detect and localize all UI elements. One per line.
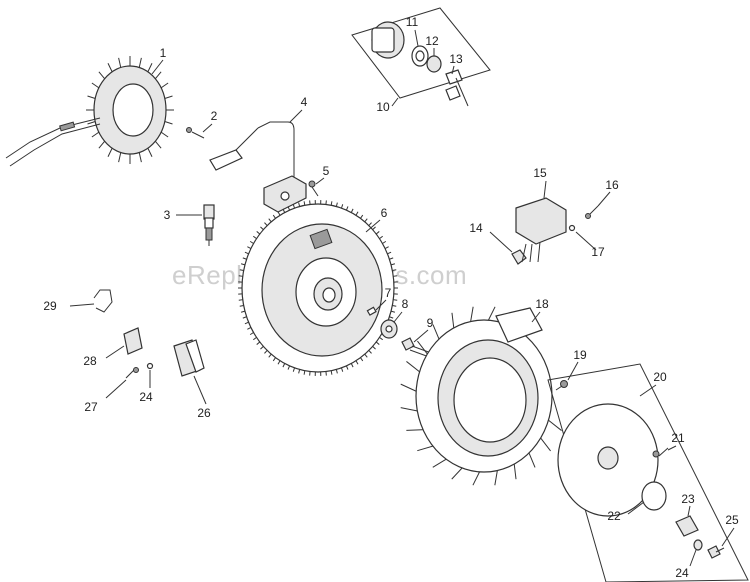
callout-leader (105, 345, 125, 359)
callout-label[interactable]: 20 (653, 370, 667, 384)
spacer-part[interactable] (675, 515, 699, 537)
callout-label[interactable]: 7 (385, 286, 392, 300)
callout-label[interactable]: 8 (402, 297, 409, 311)
callout-label[interactable]: 26 (197, 406, 211, 420)
callout-leader (391, 97, 399, 107)
callout-leader (721, 527, 735, 547)
screw-part[interactable] (308, 180, 319, 197)
callout-leader (393, 311, 403, 323)
washer-part[interactable] (380, 319, 398, 339)
screw-part[interactable] (125, 367, 139, 379)
callout-leader (151, 59, 164, 75)
bracket-part[interactable] (123, 327, 143, 355)
callout-leader (489, 231, 513, 253)
callout-label[interactable]: 10 (376, 100, 390, 114)
callout-label[interactable]: 25 (725, 513, 739, 527)
blower-housing-part[interactable] (400, 306, 562, 486)
callout-layer: 1234567891011121314151617181920212223242… (43, 15, 739, 580)
callout-label[interactable]: 15 (533, 166, 547, 180)
callout-leader (289, 109, 303, 123)
callout-label[interactable]: 16 (605, 178, 619, 192)
callout-leader (567, 361, 579, 381)
callout-label[interactable]: 11 (406, 15, 419, 29)
callout-leader (451, 65, 455, 75)
callout-leader (639, 384, 657, 397)
callout-leader (413, 329, 429, 343)
callout-leader (627, 501, 645, 515)
callout-label[interactable]: 17 (591, 245, 605, 259)
callout-label[interactable]: 28 (83, 354, 97, 368)
callout-label[interactable]: 18 (535, 297, 549, 311)
callout-leader (543, 180, 547, 199)
callout-leader (69, 303, 95, 307)
callout-leader (689, 549, 697, 567)
callout-label[interactable]: 23 (681, 492, 695, 506)
callout-label[interactable]: 27 (84, 400, 98, 414)
rectifier-part[interactable] (173, 339, 205, 377)
screw-part[interactable] (652, 447, 669, 458)
callout-leader (365, 219, 381, 233)
callout-leader (531, 311, 541, 323)
callout-label[interactable]: 6 (381, 206, 388, 220)
callout-leader (105, 379, 127, 399)
callout-label[interactable]: 13 (449, 52, 463, 66)
callout-label[interactable]: 3 (164, 208, 171, 222)
callout-label[interactable]: 5 (323, 164, 330, 178)
callout-leader (193, 375, 207, 405)
callout-leader (575, 231, 597, 251)
callout-label[interactable]: 9 (427, 316, 434, 330)
key-switch-group[interactable] (351, 7, 491, 107)
ignition-module-part[interactable] (209, 121, 307, 213)
callout-label[interactable]: 14 (469, 221, 483, 235)
callout-label[interactable]: 2 (211, 109, 218, 123)
callout-leader (375, 299, 387, 311)
callout-label[interactable]: 4 (301, 95, 308, 109)
callout-label[interactable]: 22 (607, 509, 621, 523)
callout-leader (667, 445, 677, 451)
washer-part[interactable] (693, 539, 703, 551)
callout-label[interactable]: 1 (160, 46, 167, 60)
callout-label[interactable]: 12 (425, 34, 439, 48)
screw-part[interactable] (555, 380, 568, 391)
callout-leader (687, 505, 691, 517)
screw-part[interactable] (585, 205, 599, 219)
callout-label[interactable]: 29 (43, 299, 57, 313)
spark-plug-part[interactable] (203, 204, 215, 246)
callout-label[interactable]: 24 (675, 566, 689, 580)
stator-part[interactable] (5, 56, 174, 167)
callout-leader (202, 123, 213, 133)
flywheel-part[interactable] (238, 200, 398, 376)
callout-label[interactable]: 19 (573, 348, 587, 362)
grille-group[interactable] (547, 363, 749, 582)
callout-leader (414, 29, 419, 47)
callout-label[interactable]: 21 (671, 431, 685, 445)
screw-part[interactable] (186, 127, 205, 139)
bolt-part[interactable] (707, 545, 725, 559)
washer-part[interactable] (146, 362, 154, 370)
washer-part[interactable] (568, 224, 576, 232)
clip-part[interactable] (93, 289, 113, 313)
callout-leader (597, 191, 611, 207)
callout-leader (315, 177, 325, 185)
key-part[interactable] (366, 306, 377, 316)
regulator-part[interactable] (515, 197, 567, 263)
callout-label[interactable]: 24 (139, 390, 153, 404)
